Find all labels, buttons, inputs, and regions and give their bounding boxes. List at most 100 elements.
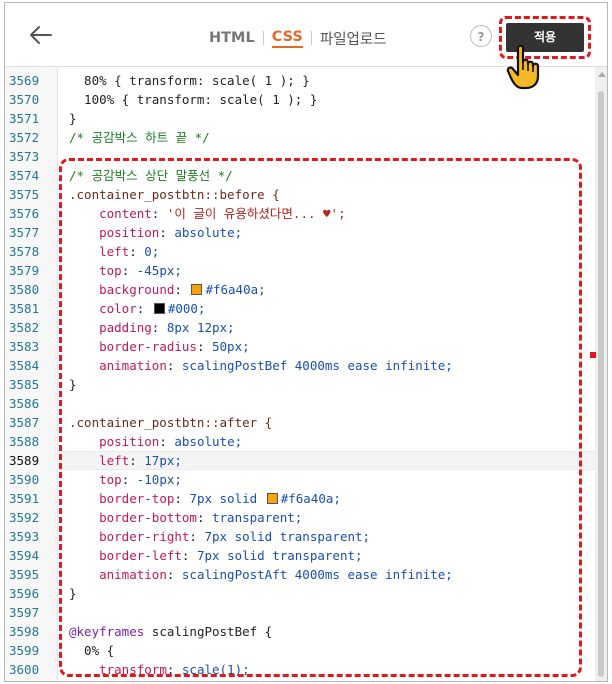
code-line[interactable]: 3570 100% { transform: scale( 1 ); } — [5, 90, 595, 109]
code-text: border-left: 7px solid transparent; — [99, 548, 363, 563]
code-line[interactable]: 3573 — [5, 147, 595, 166]
code-text: top: -45px; — [99, 263, 182, 278]
line-number: 3572 — [9, 130, 40, 145]
code-line[interactable]: 3596} — [5, 584, 595, 603]
code-line[interactable]: 3569 80% { transform: scale( 1 ); } — [5, 71, 595, 90]
back-arrow-icon[interactable] — [27, 21, 55, 49]
code-line[interactable]: 3575.container_postbtn::before { — [5, 185, 595, 204]
code-line[interactable]: 3588 position: absolute; — [5, 432, 595, 451]
line-number: 3578 — [9, 244, 40, 259]
editor-tabs: HTML CSS 파일업로드 — [209, 25, 387, 51]
code-text: border-bottom: transparent; — [99, 510, 303, 525]
scroll-up-icon[interactable] — [598, 72, 606, 77]
code-text: } — [69, 586, 77, 601]
tab-file-upload[interactable]: 파일업로드 — [319, 31, 387, 48]
line-number: 3594 — [9, 548, 40, 563]
code-text: 0% { — [69, 643, 115, 658]
line-number: 3590 — [9, 472, 40, 487]
code-text: 80% { transform: scale( 1 ); } — [69, 73, 310, 88]
line-number: 3599 — [9, 643, 40, 658]
code-text: } — [69, 111, 77, 126]
apply-button-highlight: 적용 — [499, 16, 591, 59]
code-line[interactable]: 3583 border-radius: 50px; — [5, 337, 595, 356]
code-line[interactable]: 3593 border-right: 7px solid transparent… — [5, 527, 595, 546]
line-number: 3573 — [9, 149, 40, 164]
tab-html[interactable]: HTML — [209, 30, 255, 46]
css-code-editor[interactable]: 3569 80% { transform: scale( 1 ); }3570 … — [5, 67, 607, 681]
line-number: 3598 — [9, 624, 40, 639]
code-line[interactable]: 3598 @keyframes scalingPostBef { — [5, 622, 595, 641]
code-line[interactable]: 3581 color: #000; — [5, 299, 595, 318]
scrollbar-thumb[interactable] — [598, 91, 604, 677]
code-line[interactable]: 3585} — [5, 375, 595, 394]
line-number: 3593 — [9, 529, 40, 544]
scroll-marker — [590, 352, 596, 358]
tab-separator — [310, 31, 312, 45]
line-number: 3589 — [9, 453, 40, 468]
line-number: 3569 — [9, 73, 40, 88]
code-line[interactable]: 3595 animation: scalingPostAft 4000ms ea… — [5, 565, 595, 584]
code-line[interactable]: 3594 border-left: 7px solid transparent; — [5, 546, 595, 565]
code-text: content: '이 글이 유용하셨다면... ♥'; — [99, 206, 346, 221]
code-line[interactable]: 3580 background: #f6a40a; — [5, 280, 595, 299]
code-line[interactable]: 3589 left: 17px; — [5, 451, 595, 470]
code-text: border-right: 7px solid transparent; — [99, 529, 371, 544]
line-number: 3595 — [9, 567, 40, 582]
code-line[interactable]: 3584 animation: scalingPostBef 4000ms ea… — [5, 356, 595, 375]
code-text: left: 17px; — [99, 453, 182, 468]
code-text: background: #f6a40a; — [99, 282, 266, 297]
code-text: position: absolute; — [99, 225, 243, 240]
code-text: .container_postbtn::after { — [69, 415, 273, 430]
code-text: /* 공감박스 상단 말풍선 */ — [69, 168, 233, 183]
code-text: color: #000; — [99, 301, 206, 316]
code-line[interactable]: 3600 transform: scale(1); — [5, 660, 595, 679]
code-text: animation: scalingPostBef 4000ms ease in… — [99, 358, 453, 373]
line-number: 3585 — [9, 377, 40, 392]
tab-separator — [262, 31, 264, 45]
code-line[interactable]: 3578 left: 0; — [5, 242, 595, 261]
line-number: 3583 — [9, 339, 40, 354]
code-text: @keyframes scalingPostBef { — [69, 624, 273, 639]
color-swatch — [266, 493, 278, 504]
code-line[interactable]: 3574 /* 공감박스 상단 말풍선 */ — [5, 166, 595, 185]
apply-button[interactable]: 적용 — [506, 23, 584, 52]
line-number: 3574 — [9, 168, 40, 183]
line-number: 3588 — [9, 434, 40, 449]
code-line[interactable]: 3599 0% { — [5, 641, 595, 660]
line-number: 3597 — [9, 605, 40, 620]
tab-css[interactable]: CSS — [271, 29, 303, 48]
code-line[interactable]: 3579 top: -45px; — [5, 261, 595, 280]
code-line[interactable]: 3591 border-top: 7px solid #f6a40a; — [5, 489, 595, 508]
color-swatch — [153, 303, 165, 314]
code-line[interactable]: 3597 — [5, 603, 595, 622]
line-number-gutter — [5, 67, 58, 681]
line-number: 3586 — [9, 396, 40, 411]
line-number: 3584 — [9, 358, 40, 373]
line-number: 3579 — [9, 263, 40, 278]
code-line[interactable]: 3572/* 공감박스 하트 끝 */ — [5, 128, 595, 147]
code-line[interactable]: 3590 top: -10px; — [5, 470, 595, 489]
line-number: 3570 — [9, 92, 40, 107]
code-text: animation: scalingPostAft 4000ms ease in… — [99, 567, 453, 582]
line-number: 3581 — [9, 301, 40, 316]
code-text: top: -10px; — [99, 472, 182, 487]
help-icon[interactable]: ? — [470, 25, 492, 47]
line-number: 3582 — [9, 320, 40, 335]
code-text: } — [69, 377, 77, 392]
line-number: 3576 — [9, 206, 40, 221]
code-text: transform: scale(1); — [99, 662, 250, 677]
code-line[interactable]: 3577 position: absolute; — [5, 223, 595, 242]
code-text: border-radius: 50px; — [99, 339, 250, 354]
code-line[interactable]: 3582 padding: 8px 12px; — [5, 318, 595, 337]
code-text: left: 0; — [99, 244, 160, 259]
code-line[interactable]: 3571} — [5, 109, 595, 128]
code-line[interactable]: 3576 content: '이 글이 유용하셨다면... ♥'; — [5, 204, 595, 223]
code-line[interactable]: 3587.container_postbtn::after { — [5, 413, 595, 432]
code-line[interactable]: 3592 border-bottom: transparent; — [5, 508, 595, 527]
color-swatch — [191, 284, 203, 295]
code-text: border-top: 7px solid #f6a40a; — [99, 491, 341, 506]
current-line-highlight — [57, 451, 595, 470]
code-line[interactable]: 3586 — [5, 394, 595, 413]
line-number: 3580 — [9, 282, 40, 297]
line-number: 3592 — [9, 510, 40, 525]
